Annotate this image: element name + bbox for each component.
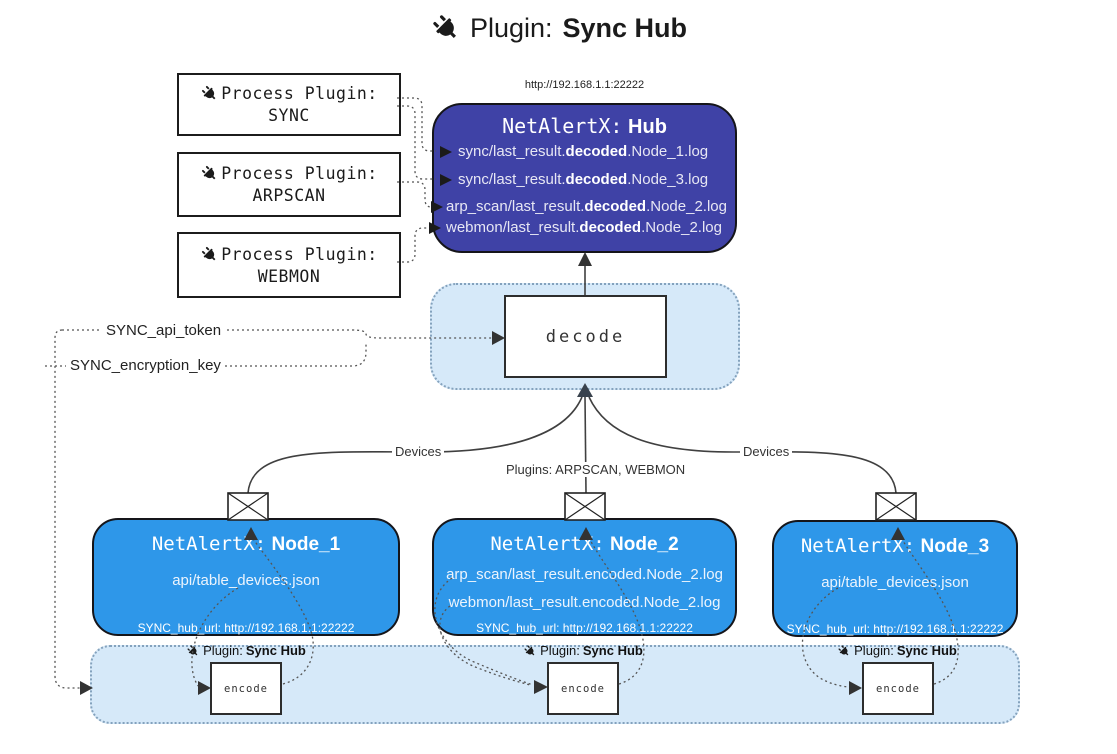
hub-log-line: arp_scan/last_result.decoded.Node_2.log [446, 198, 727, 215]
process-plugin-name: SYNC [268, 106, 310, 125]
process-plugin-box-arpscan: Process Plugin: ARPSCAN [177, 152, 401, 217]
encode-box: encode [862, 662, 934, 715]
process-plugin-label: Process Plugin: [221, 164, 378, 183]
process-plugin-box-sync: Process Plugin: SYNC [177, 73, 401, 136]
node-file: api/table_devices.json [821, 574, 969, 591]
hub-url: http://192.168.1.1:22222 [524, 79, 645, 91]
process-plugin-name: WEBMON [257, 266, 321, 286]
plug-icon [430, 12, 462, 44]
edge-sync-to-hub-2 [397, 105, 436, 180]
node-title: NetAlertX: Node_1 [151, 533, 341, 555]
hub-box: NetAlertX: Hub sync/last_result.decoded.… [432, 103, 737, 253]
sync-api-token-label: SYNC_api_token [102, 322, 226, 339]
node-file: arp_scan/last_result.encoded.Node_2.log [446, 566, 723, 583]
encode-box: encode [547, 662, 619, 715]
hub-log-line: sync/last_result.decoded.Node_1.log [458, 143, 709, 160]
edge-webmon-to-hub [397, 227, 429, 263]
sync-encryption-key-label: SYNC_encryption_key [66, 357, 225, 374]
band-plugin-label: Plugin:Sync Hub [170, 643, 322, 658]
plug-icon [200, 164, 219, 183]
plug-icon [200, 244, 219, 264]
node-hub-url: SYNC_hub_url: http://192.168.1.1:22222 [137, 621, 355, 635]
plug-icon [186, 643, 200, 658]
edge-arpscan-to-hub [397, 181, 432, 208]
band-plugin-label: Plugin:Sync Hub [507, 643, 659, 658]
edge-encryption-key-to-band [54, 329, 80, 689]
node-hub-url: SYNC_hub_url: http://192.168.1.1:22222 [476, 621, 693, 635]
plug-icon [523, 643, 537, 658]
edge-node2-to-decode [584, 396, 587, 494]
page-title: Plugin: Sync Hub [0, 12, 1117, 44]
encode-box: encode [210, 662, 282, 715]
page-title-prefix: Plugin: [469, 12, 553, 43]
hub-title: NetAlertX: Hub [502, 114, 667, 138]
envelope-icon [227, 492, 269, 521]
node-file: webmon/last_result.encoded.Node_2.log [448, 594, 721, 611]
node-title: NetAlertX: Node_2 [490, 533, 679, 555]
node-title: NetAlertX: Node_3 [800, 535, 990, 557]
process-plugin-label: Process Plugin: [221, 84, 378, 103]
page-title-name: Sync Hub [562, 12, 688, 43]
process-plugin-name: ARPSCAN [252, 186, 326, 205]
decode-box: decode [504, 295, 667, 378]
edge-label-plugins: Plugins: ARPSCAN, WEBMON [503, 462, 689, 477]
node-file: api/table_devices.json [172, 572, 320, 589]
band-plugin-label: Plugin:Sync Hub [821, 643, 973, 658]
edge-sync-to-hub-1 [397, 97, 436, 152]
node-box-node3: NetAlertX: Node_3 api/table_devices.json… [772, 520, 1018, 637]
envelope-icon [875, 492, 917, 521]
envelope-icon [564, 492, 606, 521]
plug-icon [200, 84, 219, 103]
node-hub-url: SYNC_hub_url: http://192.168.1.1:22222 [786, 622, 1004, 636]
hub-log-line: sync/last_result.decoded.Node_3.log [458, 171, 709, 188]
edge-label-devices-right: Devices [740, 444, 793, 459]
plug-icon [837, 643, 851, 658]
node-box-node1: NetAlertX: Node_1 api/table_devices.json… [92, 518, 400, 636]
node-box-node2: NetAlertX: Node_2 arp_scan/last_result.e… [432, 518, 737, 636]
hub-log-line: webmon/last_result.decoded.Node_2.log [446, 219, 722, 236]
edge-label-devices-left: Devices [392, 444, 445, 459]
arrowhead-icon [578, 252, 592, 266]
process-plugin-label: Process Plugin: [221, 244, 378, 264]
process-plugin-box-webmon: Process Plugin: WEBMON [177, 232, 401, 298]
